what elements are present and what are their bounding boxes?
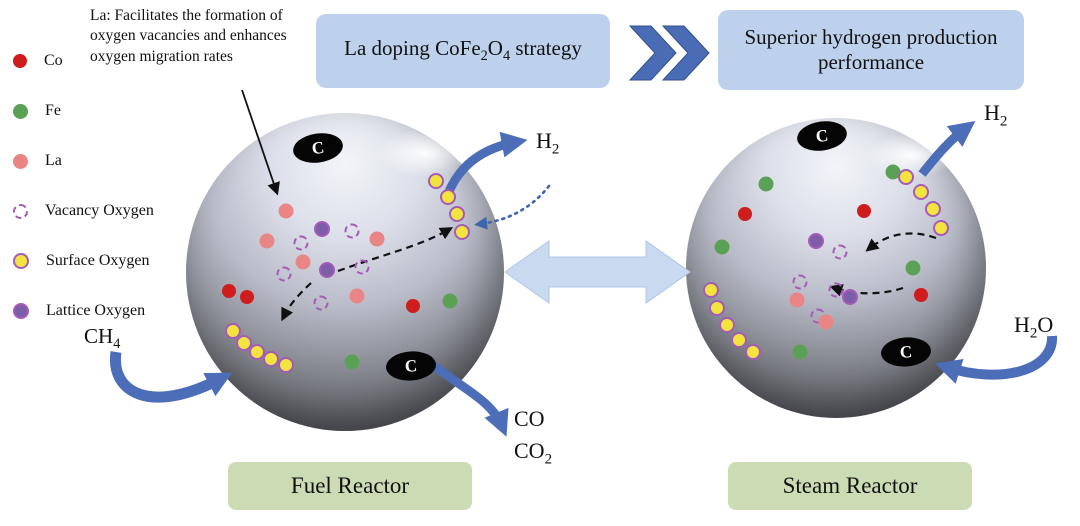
- legend-label: Lattice Oxygen: [46, 302, 146, 319]
- performance-box: Superior hydrogen production performance: [718, 10, 1024, 90]
- legend-label: Surface Oxygen: [46, 252, 150, 269]
- legend-item-vacancy: Vacancy Oxygen: [8, 186, 154, 236]
- fuel-reactor-particle: [186, 113, 504, 431]
- reactor-exchange-arrow: [504, 240, 691, 304]
- steam-reactor-label: Steam Reactor: [782, 473, 918, 498]
- steam-reactor-particle: [686, 118, 986, 418]
- legend-item-la: La: [8, 136, 154, 186]
- legend-item-fe: Fe: [8, 86, 154, 136]
- lattice-marker-icon: [13, 303, 29, 319]
- co2-label: CO2: [514, 438, 553, 468]
- h2-label-right: H2: [984, 100, 1008, 130]
- fe-marker-icon: [13, 103, 28, 119]
- legend-item-co: Co: [8, 36, 154, 86]
- strategy-box: La doping CoFe2O4 strategy: [316, 14, 610, 88]
- legend-item-lattice: Lattice Oxygen: [8, 286, 154, 336]
- la-annotation: La: Facilitates the formation of oxygen …: [90, 7, 287, 65]
- ch4-label: CH4: [84, 324, 121, 353]
- fuel-reactor-label: Fuel Reactor: [290, 473, 410, 498]
- sphere-highlight: [866, 133, 956, 178]
- surface-marker-icon: [13, 253, 29, 269]
- sphere-highlight: [376, 128, 473, 177]
- la-marker-icon: [13, 153, 28, 169]
- legend-item-surface: Surface Oxygen: [8, 236, 154, 286]
- co-label: CO: [514, 406, 545, 431]
- legend-label: Fe: [45, 102, 61, 119]
- ch4-input-arrow: [109, 351, 233, 403]
- legend-label: La: [45, 152, 62, 169]
- h2o-label: H2O: [1014, 312, 1054, 342]
- steam-reactor-box: Steam Reactor: [728, 462, 972, 510]
- chevron-right-icon: [661, 25, 710, 81]
- co-marker-icon: [13, 54, 27, 68]
- vacancy-marker-icon: [13, 203, 28, 219]
- strategy-box-label: La doping CoFe2O4 strategy: [344, 36, 582, 65]
- legend-label: Vacancy Oxygen: [45, 202, 154, 219]
- fuel-reactor-box: Fuel Reactor: [228, 462, 472, 510]
- performance-box-label: Superior hydrogen production performance: [744, 25, 998, 74]
- chevron-right-icon: [628, 25, 677, 81]
- legend-label: Co: [44, 52, 63, 69]
- h2-label-left: H2: [536, 128, 560, 158]
